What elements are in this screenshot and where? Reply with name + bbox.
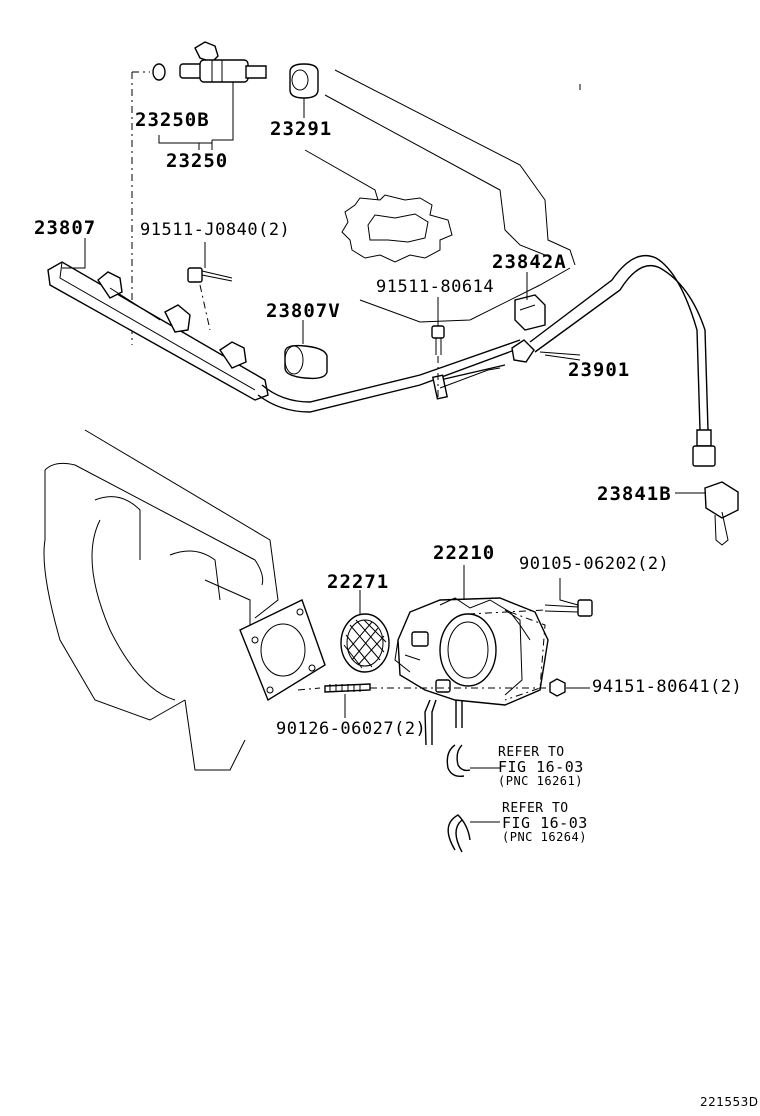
reference-callout-16261: REFER TO FIG 16-03 (PNC 16261) xyxy=(498,746,584,788)
reference-callout-16264: REFER TO FIG 16-03 (PNC 16264) xyxy=(502,802,588,844)
bolt-90105-06202 xyxy=(545,600,592,616)
label-23841B: 23841B xyxy=(597,483,672,505)
bolt-91511-J0840 xyxy=(188,268,232,330)
reference-line3: (PNC 16264) xyxy=(502,830,587,845)
label-90126-06027: 90126-06027(2) xyxy=(276,719,427,739)
fuel-delivery-pipe xyxy=(48,262,268,400)
label-23250B: 23250B xyxy=(135,109,210,131)
reference-line1: REFER TO xyxy=(502,801,569,816)
leader-lines xyxy=(62,84,705,822)
throttle-body-gasket xyxy=(341,614,389,672)
intake-manifold xyxy=(44,430,325,770)
reference-line3: (PNC 16261) xyxy=(498,774,583,789)
label-23250: 23250 xyxy=(166,150,229,172)
reference-line2: FIG 16-03 xyxy=(498,757,584,776)
label-23291: 23291 xyxy=(270,118,333,140)
engine-cover-outline xyxy=(305,70,575,322)
label-23842A: 23842A xyxy=(492,251,567,273)
label-22271: 22271 xyxy=(327,571,390,593)
grommet-23291 xyxy=(290,64,318,98)
label-22210: 22210 xyxy=(433,542,496,564)
label-91511-J0840: 91511-J0840(2) xyxy=(140,220,291,240)
figure-code: 221553D xyxy=(700,1095,759,1109)
label-23807V: 23807V xyxy=(266,300,341,322)
fuel-injector xyxy=(153,42,266,82)
bolt-91511-80614 xyxy=(432,326,444,400)
label-23807: 23807 xyxy=(34,217,97,239)
stud-90126-06027 xyxy=(325,684,420,692)
label-91511-80614: 91511-80614 xyxy=(376,277,495,297)
insulator-23807V xyxy=(285,346,327,379)
reference-line1: REFER TO xyxy=(498,745,565,760)
water-bypass-hoses xyxy=(447,745,470,852)
clip-23841B xyxy=(705,482,738,545)
fuel-hose-23901 xyxy=(512,256,715,466)
clamp-23842A xyxy=(515,295,545,330)
label-23901: 23901 xyxy=(568,359,631,381)
label-94151-80641: 94151-80641(2) xyxy=(592,677,743,697)
nut-94151-80641 xyxy=(550,679,565,696)
label-90105-06202: 90105-06202(2) xyxy=(519,554,670,574)
reference-line2: FIG 16-03 xyxy=(502,813,588,832)
